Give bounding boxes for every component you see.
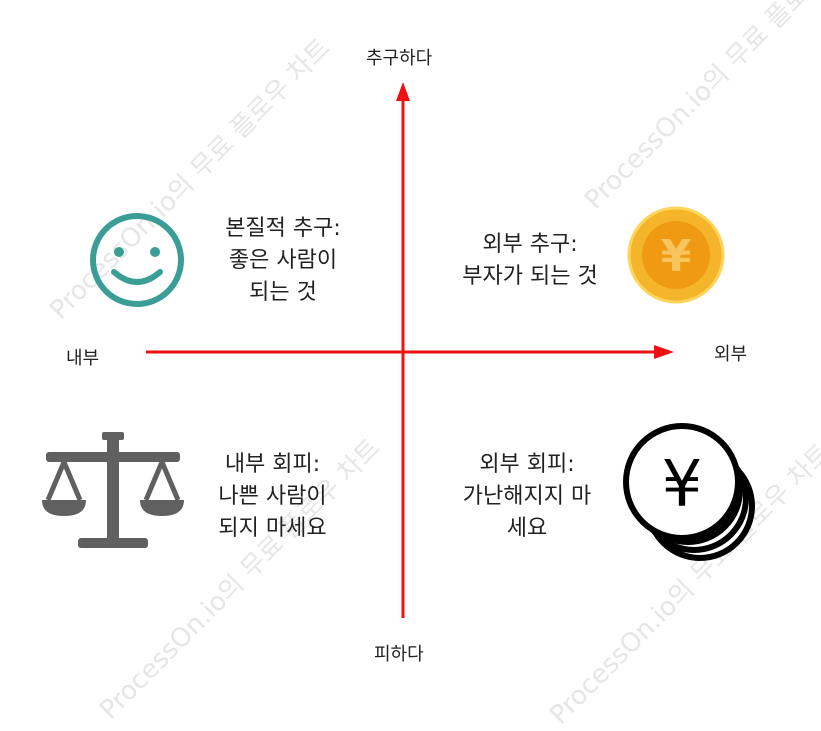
quadrant-line: 외부 추구: <box>482 232 578 257</box>
quadrant-diagram: ProcessOn.io의 무료 플로우 차트 ProcessOn.io의 무료… <box>42 0 821 730</box>
quadrant-bottom-right-text: 외부 회피: 가난해지지 마 세요 <box>442 449 612 545</box>
quadrant-line: 좋은 사람이 <box>228 248 338 273</box>
quadrant-line: 본질적 추구: <box>225 216 341 241</box>
up-arrowhead <box>396 82 410 101</box>
quadrant-line: 나쁜 사람이 <box>218 484 327 509</box>
quadrant-bottom-left-text: 내부 회피: 나쁜 사람이 되지 마세요 <box>195 449 350 545</box>
quadrant-line: 부자가 되는 것 <box>462 264 598 289</box>
quadrant-line: 내부 회피: <box>224 452 321 477</box>
quadrant-line: 가난해지지 마 <box>462 484 592 509</box>
yen-coin-stack-icon: ¥ <box>623 423 755 561</box>
axis-label-left: 내부 <box>66 348 100 369</box>
axes <box>146 82 674 618</box>
quadrant-line: 되는 것 <box>249 280 317 305</box>
gold-yen-coin-icon: ¥ <box>627 206 725 304</box>
axis-label-top: 추구하다 <box>366 48 433 69</box>
quadrant-top-left-text: 본질적 추구: 좋은 사람이 되는 것 <box>203 213 363 309</box>
right-arrowhead <box>654 345 674 359</box>
axis-label-right: 외부 <box>714 344 748 365</box>
stack-yen-symbol: ¥ <box>662 448 703 522</box>
axis-label-bottom: 피하다 <box>374 644 424 665</box>
smiley-face-icon <box>90 213 184 307</box>
quadrant-line: 세요 <box>506 516 548 541</box>
balance-scale-icon <box>42 432 184 548</box>
quadrant-line: 되지 마세요 <box>218 516 327 541</box>
quadrant-top-right-text: 외부 추구: 부자가 되는 것 <box>440 229 620 293</box>
coin-yen-symbol: ¥ <box>661 231 692 282</box>
quadrant-line: 외부 회피: <box>479 452 575 477</box>
